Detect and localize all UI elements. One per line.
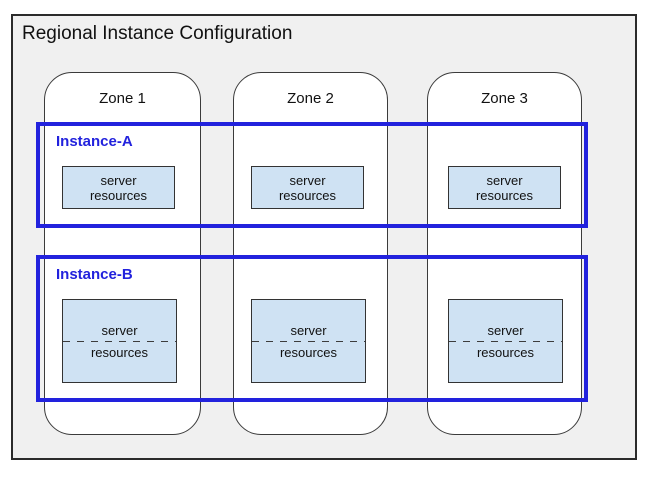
split-resources-divider	[252, 340, 365, 342]
server-box-line2: resources	[476, 344, 535, 360]
diagram-title: Regional Instance Configuration	[22, 23, 293, 44]
server-resources-box-a-zone1: server resources	[62, 166, 175, 209]
split-resources-divider	[449, 340, 562, 342]
server-resources-box-a-zone2: server resources	[251, 166, 364, 209]
server-box-line2: resources	[90, 344, 149, 360]
server-box-line1: server	[487, 322, 524, 338]
server-resources-box-a-zone3: server resources	[448, 166, 561, 209]
server-box-line1: server	[486, 172, 523, 188]
server-resources-box-b-zone1: server resources	[62, 299, 177, 383]
instance-b-label: Instance-B	[56, 266, 133, 283]
server-box-line1: server	[289, 172, 326, 188]
instance-a-boundary: Instance-A	[36, 122, 588, 228]
server-resources-box-b-zone2: server resources	[251, 299, 366, 383]
zone-2-label: Zone 2	[287, 90, 334, 107]
region-frame: Regional Instance Configuration Zone 1 Z…	[11, 14, 637, 460]
server-resources-box-b-zone3: server resources	[448, 299, 563, 383]
server-box-line2: resources	[475, 187, 534, 203]
server-box-line1: server	[100, 172, 137, 188]
instance-b-boundary: Instance-B	[36, 255, 588, 402]
server-box-line1: server	[101, 322, 138, 338]
zone-3-label: Zone 3	[481, 90, 528, 107]
server-box-line2: resources	[279, 344, 338, 360]
zone-1-label: Zone 1	[99, 90, 146, 107]
split-resources-divider	[63, 340, 176, 342]
server-box-line1: server	[290, 322, 327, 338]
server-box-line2: resources	[89, 187, 148, 203]
server-box-line2: resources	[278, 187, 337, 203]
instance-a-label: Instance-A	[56, 133, 133, 150]
